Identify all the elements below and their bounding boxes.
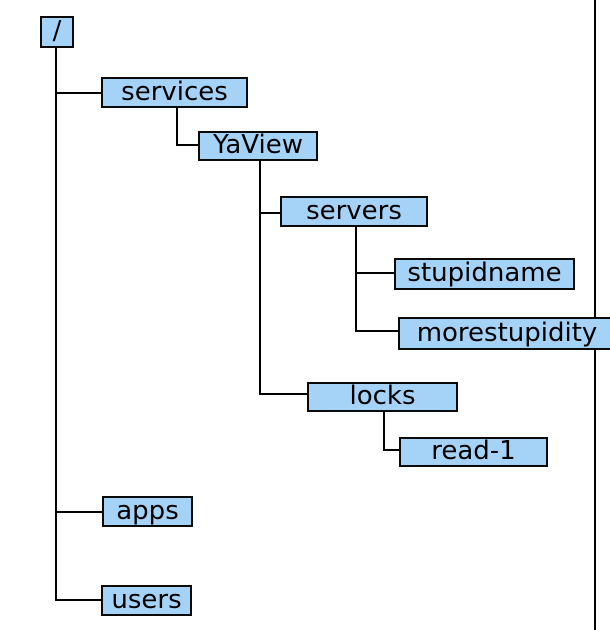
connector-locks-descender (383, 412, 385, 451)
connector-services-descender (176, 108, 178, 146)
right-frame-border (594, 0, 596, 630)
connector-yaview-to-servers (259, 212, 280, 214)
connector-locks-to-read-1 (383, 449, 399, 451)
tree-node-morestupidity: morestupidity (398, 317, 610, 350)
connector-servers-to-morestupidity (355, 330, 398, 332)
connector-root-to-services (55, 92, 101, 94)
tree-node-read-1: read-1 (399, 437, 548, 467)
tree-node-stupidname: stupidname (394, 258, 575, 290)
connector-services-to-yaview (176, 144, 198, 146)
tree-node-yaview: YaView (198, 131, 318, 161)
tree-node-users: users (101, 585, 192, 616)
tree-node-apps: apps (102, 496, 193, 527)
tree-node-services: services (101, 77, 248, 108)
connector-yaview-to-locks (259, 393, 307, 395)
connector-yaview-descender (259, 161, 261, 395)
connector-servers-descender (355, 227, 357, 332)
tree-node-servers: servers (280, 196, 428, 227)
connector-root-trunk (55, 48, 57, 601)
connector-servers-to-stupidname (355, 272, 394, 274)
connector-root-to-apps (55, 511, 102, 513)
connector-root-to-users (55, 599, 101, 601)
tree-node-locks: locks (307, 382, 458, 412)
tree-node-root: / (40, 16, 74, 48)
